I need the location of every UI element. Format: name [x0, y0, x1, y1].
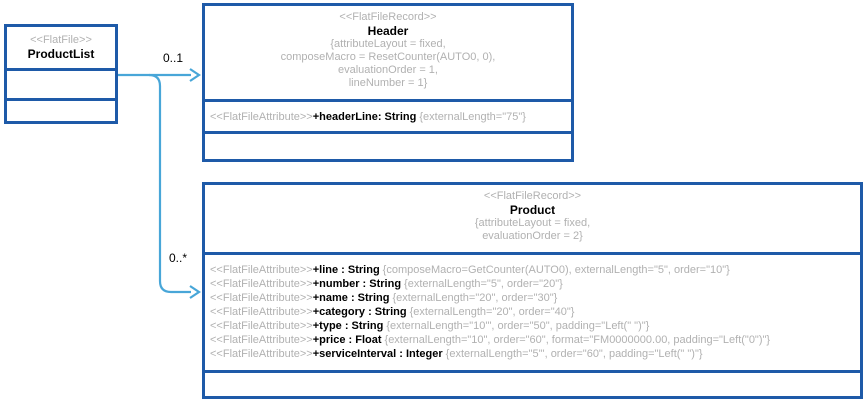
attribute-properties: {composeMacro=GetCounter(AUTO0), externa… — [382, 264, 730, 276]
attribute-row[interactable]: <<FlatFileAttribute>>+name : String{exte… — [210, 291, 860, 305]
attribute-properties: {externalLength="75"} — [419, 111, 526, 123]
attribute-properties: {externalLength="5'", order="60", paddin… — [445, 348, 703, 360]
attribute-row[interactable]: <<FlatFileAttribute>>+type : String{exte… — [210, 319, 860, 333]
product-stereotype: <<FlatFileRecord>> — [483, 190, 582, 202]
attribute-row[interactable]: <<FlatFileAttribute>>+line : String{comp… — [210, 263, 860, 277]
product-attributes-compartment: <<FlatFileAttribute>>+line : String{comp… — [205, 252, 860, 370]
attribute-stereotype: <<FlatFileAttribute>> — [210, 320, 313, 332]
attribute-signature: +headerLine: String — [312, 111, 417, 123]
attribute-stereotype: <<FlatFileAttribute>> — [210, 264, 313, 276]
attribute-signature: +number : String — [312, 278, 402, 290]
open-arrowhead-icon — [189, 285, 201, 299]
multiplicity-label-product: 0..* — [169, 251, 188, 265]
attribute-signature: +price : Float — [312, 334, 382, 346]
product-property-line: {attributeLayout = fixed, — [474, 217, 591, 229]
class-node-product-record[interactable]: <<FlatFileRecord>> Product {attributeLay… — [202, 182, 863, 399]
header-property-line: evaluationOrder = 1, — [338, 64, 438, 76]
productlist-stereotype: <<FlatFile>> — [30, 34, 92, 46]
class-node-header-record[interactable]: <<FlatFileRecord>> Header {attributeLayo… — [202, 3, 574, 162]
product-name: Product — [509, 203, 556, 217]
attribute-stereotype: <<FlatFileAttribute>> — [210, 292, 313, 304]
attribute-row[interactable]: <<FlatFileAttribute>>+number : String{ex… — [210, 277, 860, 291]
attribute-row[interactable]: <<FlatFileAttribute>>+headerLine: String… — [210, 110, 571, 124]
header-property-line: lineNumber = 1} — [348, 77, 428, 89]
attribute-row[interactable]: <<FlatFileAttribute>>+price : Float{exte… — [210, 333, 860, 347]
attribute-properties: {externalLength="10'", order="50", paddi… — [386, 320, 650, 332]
productlist-title-compartment: <<FlatFile>> ProductList — [7, 27, 115, 68]
class-node-productlist[interactable]: <<FlatFile>> ProductList — [4, 24, 118, 124]
product-property-line: evaluationOrder = 2} — [482, 230, 583, 242]
association-productlist-header[interactable] — [118, 68, 201, 82]
attribute-stereotype: <<FlatFileAttribute>> — [210, 334, 313, 346]
attribute-signature: +serviceInterval : Integer — [312, 348, 443, 360]
product-title-compartment: <<FlatFileRecord>> Product {attributeLay… — [205, 185, 860, 252]
attribute-properties: {externalLength="20", order="40"} — [409, 306, 575, 318]
productlist-name: ProductList — [27, 47, 95, 61]
header-attributes-compartment: <<FlatFileAttribute>>+headerLine: String… — [205, 99, 571, 131]
attribute-properties: {externalLength="20", order="30"} — [392, 292, 558, 304]
header-empty-compartment — [205, 131, 571, 159]
attribute-stereotype: <<FlatFileAttribute>> — [210, 306, 313, 318]
attribute-row[interactable]: <<FlatFileAttribute>>+serviceInterval : … — [210, 347, 860, 361]
attribute-signature: +type : String — [312, 320, 384, 332]
header-property-line: {attributeLayout = fixed, — [330, 38, 446, 50]
attribute-signature: +name : String — [312, 292, 390, 304]
header-stereotype: <<FlatFileRecord>> — [339, 11, 437, 23]
header-property-line: composeMacro = ResetCounter(AUTO0, 0), — [280, 51, 496, 63]
product-empty-compartment — [205, 370, 860, 396]
header-title-compartment: <<FlatFileRecord>> Header {attributeLayo… — [205, 6, 571, 99]
productlist-empty-compartment-1 — [7, 68, 115, 98]
attribute-signature: +category : String — [312, 306, 407, 318]
header-name: Header — [367, 24, 409, 38]
productlist-empty-compartment-2 — [7, 98, 115, 121]
attribute-stereotype: <<FlatFileAttribute>> — [210, 111, 313, 123]
attribute-properties: {externalLength="5", order="20"} — [404, 278, 563, 290]
attribute-signature: +line : String — [312, 264, 380, 276]
attribute-stereotype: <<FlatFileAttribute>> — [210, 348, 313, 360]
attribute-row[interactable]: <<FlatFileAttribute>>+category : String{… — [210, 305, 860, 319]
open-arrowhead-icon — [189, 68, 201, 82]
attribute-stereotype: <<FlatFileAttribute>> — [210, 278, 313, 290]
attribute-properties: {externalLength="10", order="60", format… — [384, 334, 771, 346]
multiplicity-label-header: 0..1 — [163, 51, 184, 65]
